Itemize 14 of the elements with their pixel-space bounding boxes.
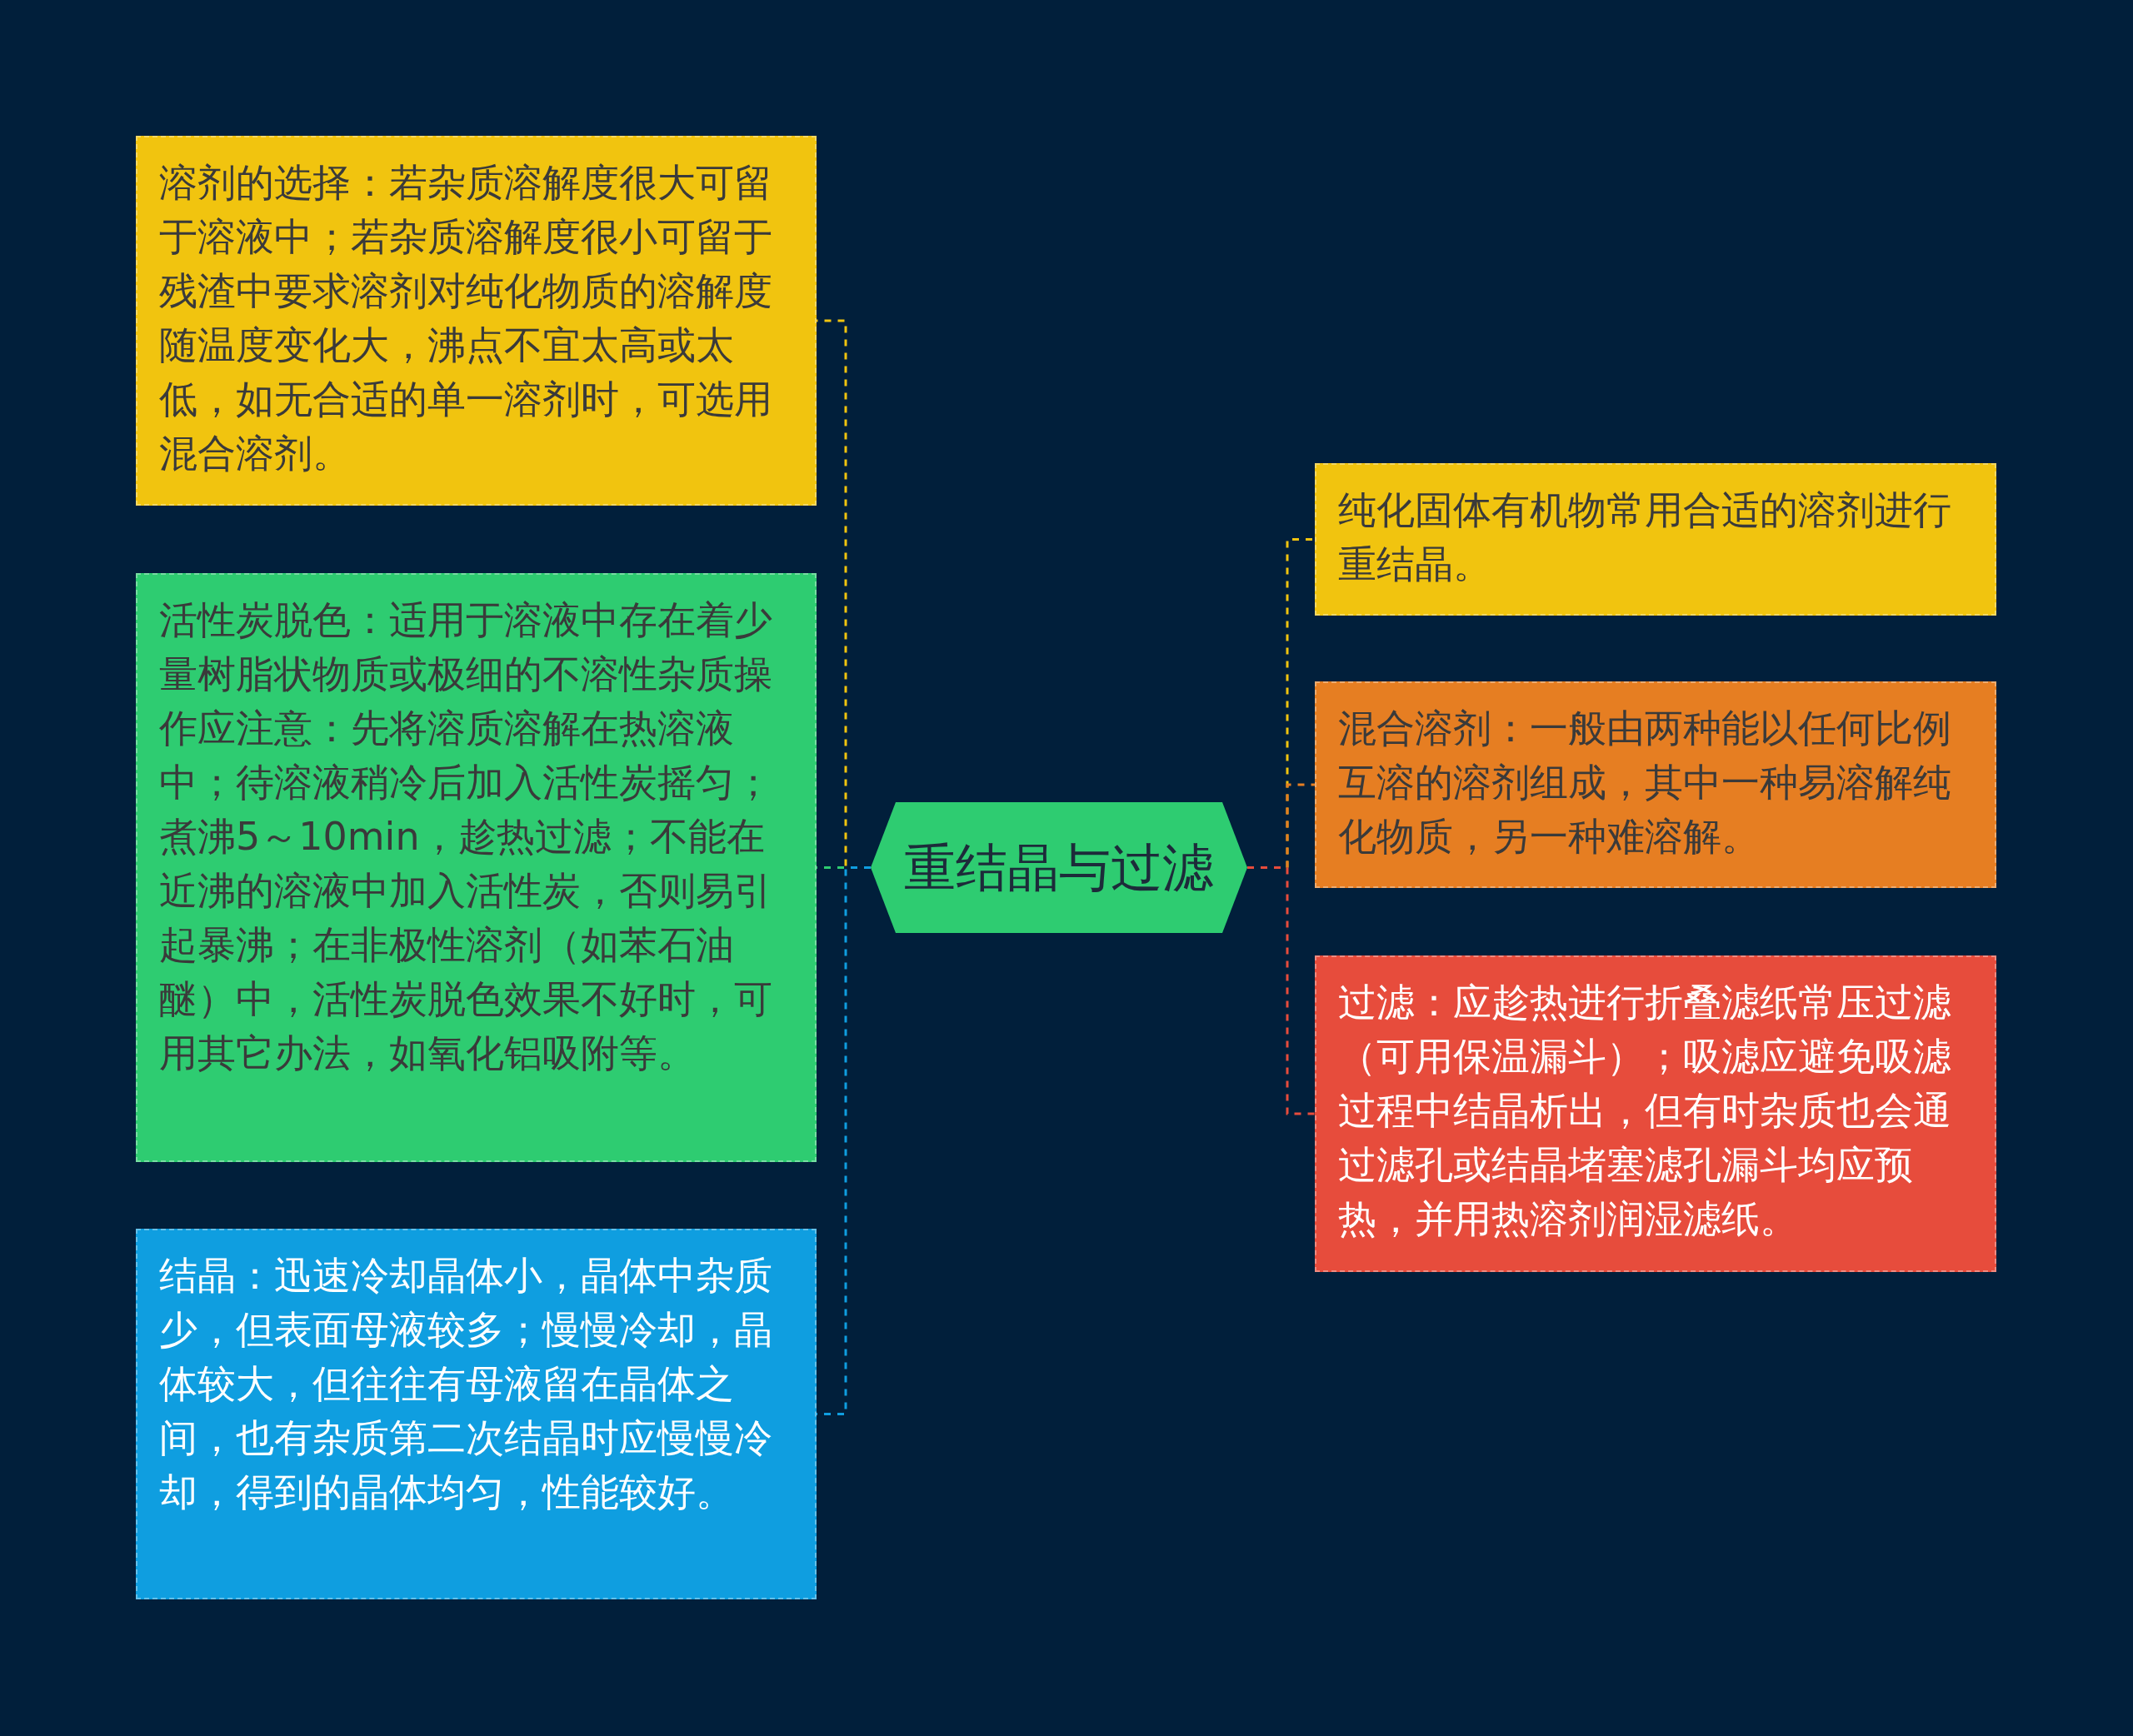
topic-text: 过滤：应趁热进行折叠滤纸常压过滤（可用保温漏斗）；吸滤应避免吸滤过程中结晶析出，但有时杂质也会通过滤孔或结晶堵塞滤孔漏斗均应预热，并用热溶剂润湿滤纸。: [1338, 979, 1952, 1243]
topic-text: 溶剂的选择：若杂质溶解度很大可留于溶液中；若杂质溶解度很小可留于残渣中要求溶剂对纯化物质的溶解度随温度变化大，沸点不宜太高或太低，如无合适的单一溶剂时，可选用混合溶剂。: [159, 159, 773, 477]
topic-card: [1315, 463, 1996, 616]
topic-card: [1315, 681, 1996, 888]
topic-text: 活性炭脱色：适用于溶液中存在着少量树脂状物质或极细的不溶性杂质操作应注意：先将溶质溶解在热溶液中；待溶液稍冷后加入活性炭摇匀；煮沸5～10min，趁热过滤；不能在近沸的溶液中加入活性炭，否则易引起暴沸；在非极性溶剂（如苯石油醚）中，活性炭脱色效果不好时，可用其它办法，如氧化铝吸附等。: [159, 596, 773, 1077]
topic-title: 重结晶与过滤: [904, 836, 1214, 900]
topic-card: [136, 136, 817, 506]
connector-line: [1247, 866, 1315, 1115]
topic-text: 结晶：迅速冷却晶体小，晶体中杂质少，但表面母液较多；慢慢冷却，晶体较大，但往往有母液留在晶体之间，也有杂质第二次结晶时应慢慢冷却，得到的晶体均匀，性能较好。: [159, 1252, 773, 1516]
topic-text: 混合溶剂：一般由两种能以任何比例互溶的溶剂组成，其中一种易溶解纯化物质，另一种难溶解。: [1338, 705, 1952, 861]
topic-card: [136, 1229, 817, 1599]
topic-text: 纯化固体有机物常用合适的溶剂进行重结晶。: [1338, 486, 1952, 588]
topic-card: [1315, 955, 1996, 1272]
topic-card: [136, 573, 817, 1162]
